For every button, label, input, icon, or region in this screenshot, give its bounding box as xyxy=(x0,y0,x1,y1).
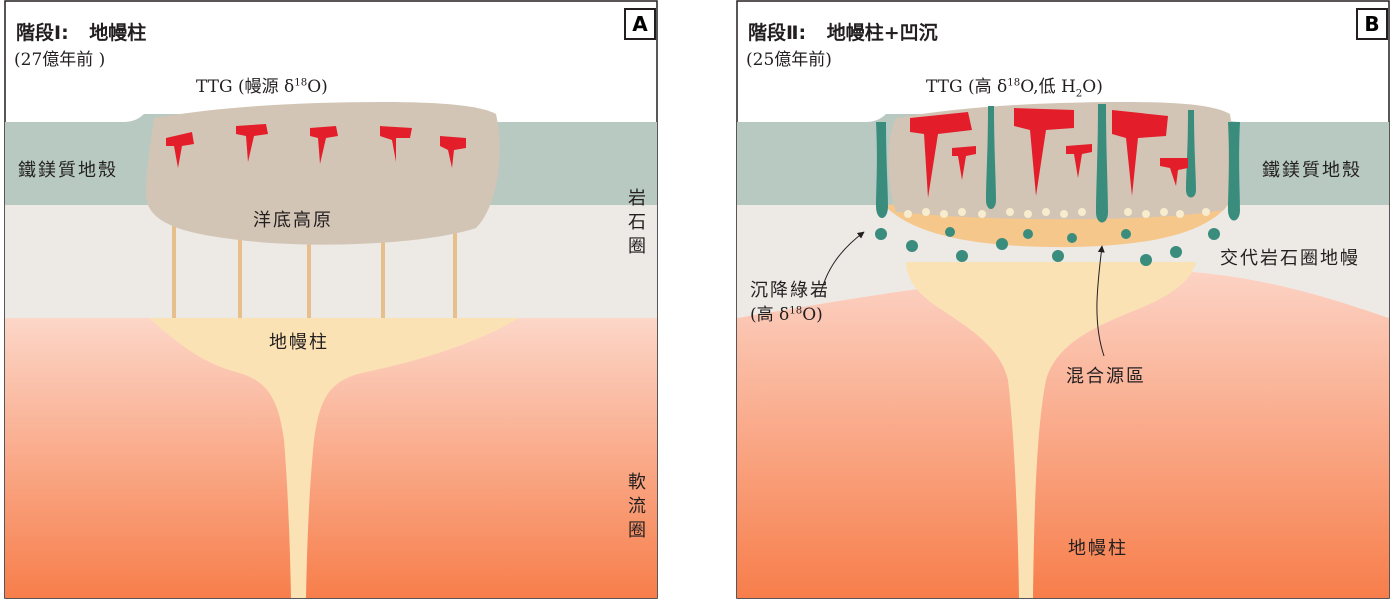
mantle-plume xyxy=(149,318,519,598)
panel-b-stage-name: 地幔柱+凹沉 xyxy=(826,22,938,44)
panel-a-lithosphere-label: 岩石圈 xyxy=(625,188,646,260)
panel-a-cross-section xyxy=(4,0,658,599)
panel-a-plateau-label: 洋底高原 xyxy=(253,210,333,231)
eclogite-callout-line xyxy=(819,231,865,297)
panel-a-stage-label: 階段Ⅰ: xyxy=(16,22,69,44)
panel-b-plume-label: 地幔柱 xyxy=(1068,538,1128,559)
panel-b-cross-section xyxy=(736,0,1390,599)
panel-b-eclogite-label: 沉降綠岩 xyxy=(750,280,830,301)
lithosphere-layer xyxy=(737,205,1389,318)
panel-a-stage-name: 地幔柱 xyxy=(89,22,147,44)
panel-b-eclogite-note-sup: 18 xyxy=(789,305,803,317)
mantle-plume xyxy=(906,262,1196,598)
panel-b-mixed-source-label: 混合源區 xyxy=(1066,366,1146,387)
panel-a-plume-label: 地幔柱 xyxy=(269,332,329,353)
panel-b-stage: 階段Ⅱ: 地幔柱+凹沉 xyxy=(748,18,938,45)
ttg-intrusions xyxy=(910,108,1188,198)
panel-a-ttg-sup: 18 xyxy=(294,77,308,89)
panel-b-crust-label: 鐵鎂質地殼 xyxy=(1262,160,1362,181)
panel-a-age: (27億年前 ) xyxy=(14,50,106,70)
panel-a-ttg-text: TTG (幔源 δ xyxy=(196,77,295,97)
panel-b-stage-label: 階段Ⅱ: xyxy=(748,22,807,44)
panel-b-ttg-end: O) xyxy=(1082,77,1103,97)
panel-b-ttg-mid: O,低 H xyxy=(1020,77,1076,97)
panel-a-ttg-end: O) xyxy=(307,77,328,97)
panel-b-ttg-sub: 2 xyxy=(1075,88,1083,100)
mixed-source-callout-line xyxy=(1096,245,1105,357)
panel-b-age: (25億年前) xyxy=(746,50,832,70)
asthenosphere-layer xyxy=(737,269,1389,598)
panel-a-asthenosphere-label: 軟流圈 xyxy=(625,472,646,544)
greenstone-drips xyxy=(876,104,1240,223)
panel-b-letter: B xyxy=(1356,8,1388,40)
panel-a-ttg-label: TTG (幔源 δ18O) xyxy=(196,72,328,97)
panel-b-ttg-label: TTG (高 δ18O,低 H2O) xyxy=(926,72,1103,99)
panel-b-metasomatized-label: 交代岩石圈地幔 xyxy=(1220,248,1360,269)
panel-b: B 階段Ⅱ: 地幔柱+凹沉 (25億年前) TTG (高 δ18O,低 H2O)… xyxy=(736,0,1390,600)
panel-b-ttg-sup: 18 xyxy=(1007,77,1021,89)
panel-b-eclogite-note-end: O) xyxy=(802,305,823,325)
panel-b-eclogite-note: (高 δ18O) xyxy=(750,300,823,325)
panel-a: A 階段Ⅰ: 地幔柱 (27億年前 ) TTG (幔源 δ18O) 鐵鎂質地殼 … xyxy=(4,0,658,600)
panel-a-crust-label: 鐵鎂質地殼 xyxy=(18,160,118,181)
oceanic-plateau xyxy=(145,102,500,245)
panel-a-stage: 階段Ⅰ: 地幔柱 xyxy=(16,18,146,45)
greenstone-blobs xyxy=(875,227,1220,266)
panel-b-eclogite-note-text: (高 δ xyxy=(750,305,790,325)
melt-droplets xyxy=(904,208,1210,218)
plume-conduits xyxy=(172,225,457,318)
panel-b-ttg-text: TTG (高 δ xyxy=(926,77,1008,97)
ttg-intrusions xyxy=(166,124,466,168)
panel-a-letter: A xyxy=(624,8,656,40)
